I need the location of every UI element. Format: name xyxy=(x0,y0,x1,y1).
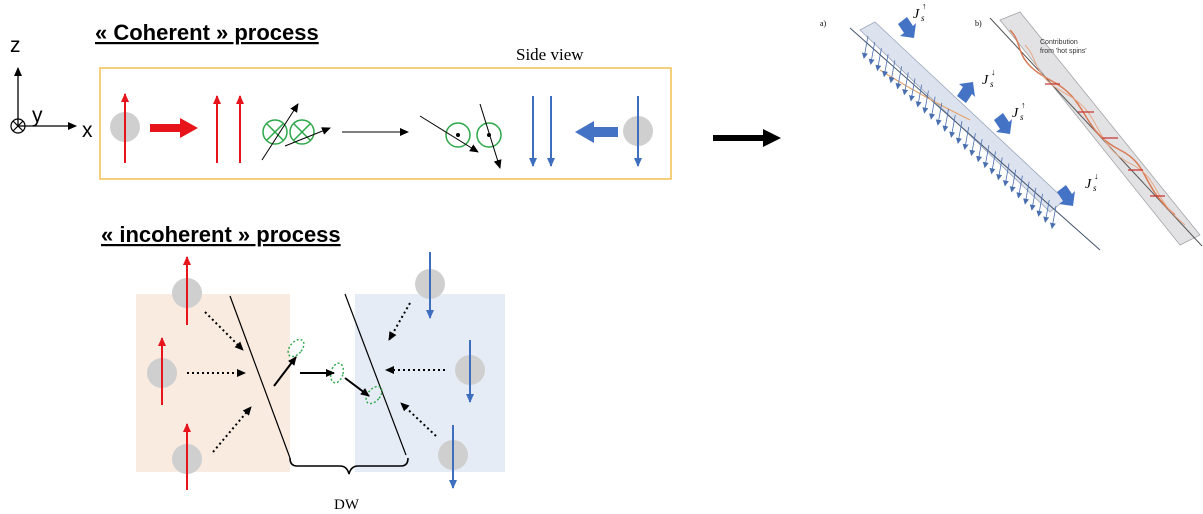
domain-wall-boundary xyxy=(229,295,291,459)
spin-vector-line xyxy=(989,151,996,175)
incoherent-process-panel: DW xyxy=(136,252,505,513)
side-view-label: Side view xyxy=(516,45,584,64)
scattering-arrow xyxy=(400,402,437,437)
spin-vector-line xyxy=(929,96,936,120)
spin-into-page-icon xyxy=(289,119,315,145)
flux-arrow xyxy=(898,17,916,38)
z-axis-label: z xyxy=(10,34,21,57)
spin-vector-line xyxy=(1016,175,1023,199)
flux-arrow xyxy=(1057,185,1075,206)
spin-vector-line xyxy=(895,66,902,90)
spin-vector-line xyxy=(1023,181,1030,205)
x-axis-label: x xyxy=(82,119,93,142)
svg-text:s: s xyxy=(990,79,994,89)
tilted-spin-arrow xyxy=(284,127,331,147)
spin-current-arrow-right xyxy=(150,118,198,138)
wall-spin-arrow xyxy=(273,356,297,387)
flux-label-4: J s ↓ xyxy=(1085,171,1099,193)
spin-vector-line xyxy=(1036,193,1043,217)
coordinate-axes: z y x xyxy=(10,34,93,142)
spin-vector-line xyxy=(949,114,956,138)
coherent-panel-frame xyxy=(99,67,672,180)
tilted-spin-arrow xyxy=(419,115,479,153)
spin-vector-line xyxy=(875,48,882,72)
spin-vector-line xyxy=(996,157,1003,181)
svg-text:J: J xyxy=(982,73,989,88)
svg-text:↑: ↑ xyxy=(1021,100,1026,110)
spin-vector-line xyxy=(1043,199,1050,223)
flux-label-3: J s ↑ xyxy=(1012,100,1026,122)
panel-a-spin-vectors xyxy=(861,35,1057,229)
spin-vector-line xyxy=(942,108,949,132)
panel-b-profile-edge xyxy=(1024,44,1186,226)
spin-vector-line xyxy=(908,78,916,102)
svg-text:s: s xyxy=(921,13,925,23)
spin-vector-line xyxy=(976,139,983,163)
right-domain-region xyxy=(355,294,505,472)
spin-out-of-page-icon xyxy=(476,122,502,148)
scattering-arrow xyxy=(388,302,411,341)
hot-spin-markers xyxy=(1045,83,1165,197)
spin-vector-line xyxy=(1002,163,1010,187)
flux-arrow xyxy=(957,82,975,103)
y-axis-into-page-icon xyxy=(10,118,26,134)
dw-label: DW xyxy=(334,497,360,513)
tilted-spin-arrow xyxy=(261,103,299,161)
panel-b-label: b) xyxy=(975,19,982,28)
spin-vector-line xyxy=(969,133,976,157)
scattering-arrow xyxy=(204,311,244,351)
contribution-label: Contribution xyxy=(1040,39,1078,46)
domain-wall-boundary xyxy=(344,293,407,456)
spin-vector-line xyxy=(982,145,990,169)
svg-text:s: s xyxy=(1093,183,1097,193)
spin-vector-line xyxy=(882,54,889,78)
spin-vector-line xyxy=(868,41,876,66)
contribution-label-2: from 'hot spins' xyxy=(1040,48,1087,55)
domain-wall-figure: a) b) Contribution from 'hot spins' J s xyxy=(820,1,1203,251)
svg-text:J: J xyxy=(913,7,920,22)
precession-ellipse xyxy=(287,338,305,358)
spin-vector-line xyxy=(888,60,896,84)
spin-vector-line xyxy=(962,126,970,151)
spin-vector-line xyxy=(861,35,869,59)
spin-vector-line xyxy=(1049,205,1057,229)
spin-vector-line xyxy=(922,90,929,114)
spin-current-arrow-left xyxy=(575,121,618,143)
svg-text:J: J xyxy=(1012,106,1019,121)
spin-vector-line xyxy=(1009,169,1017,193)
flux-arrow xyxy=(994,113,1012,134)
incoherent-process-heading: « incoherent » process xyxy=(101,222,341,247)
coherent-process-heading: « Coherent » process xyxy=(95,20,319,45)
flux-label-2: J s ↓ xyxy=(982,67,996,89)
spin-vector-line xyxy=(955,120,963,144)
panel-a-axis xyxy=(849,27,1101,251)
svg-text:↓: ↓ xyxy=(1094,171,1099,181)
svg-text:s: s xyxy=(1020,112,1024,122)
y-axis-label: y xyxy=(32,104,43,127)
spin-vector-line xyxy=(1029,187,1037,211)
panel-a-label: a) xyxy=(820,19,827,28)
svg-text:J: J xyxy=(1085,177,1092,192)
coherent-process-panel: Side view xyxy=(99,45,672,180)
spin-into-page-icon xyxy=(262,119,288,145)
panel-b-plane xyxy=(999,11,1201,246)
panel-b-profile xyxy=(1009,29,1176,216)
transition-arrow xyxy=(713,129,781,147)
svg-text:↑: ↑ xyxy=(922,1,927,11)
wall-spin-arrow xyxy=(344,377,370,397)
spin-vector-line xyxy=(935,102,943,126)
svg-text:↓: ↓ xyxy=(991,67,996,77)
spin-out-of-page-icon xyxy=(445,122,471,148)
spin-vector-line xyxy=(902,72,909,96)
flux-label-1: J s ↑ xyxy=(913,1,927,23)
tilted-spin-arrow xyxy=(479,103,502,169)
spin-vector-line xyxy=(915,84,923,108)
dw-brace xyxy=(289,457,409,475)
